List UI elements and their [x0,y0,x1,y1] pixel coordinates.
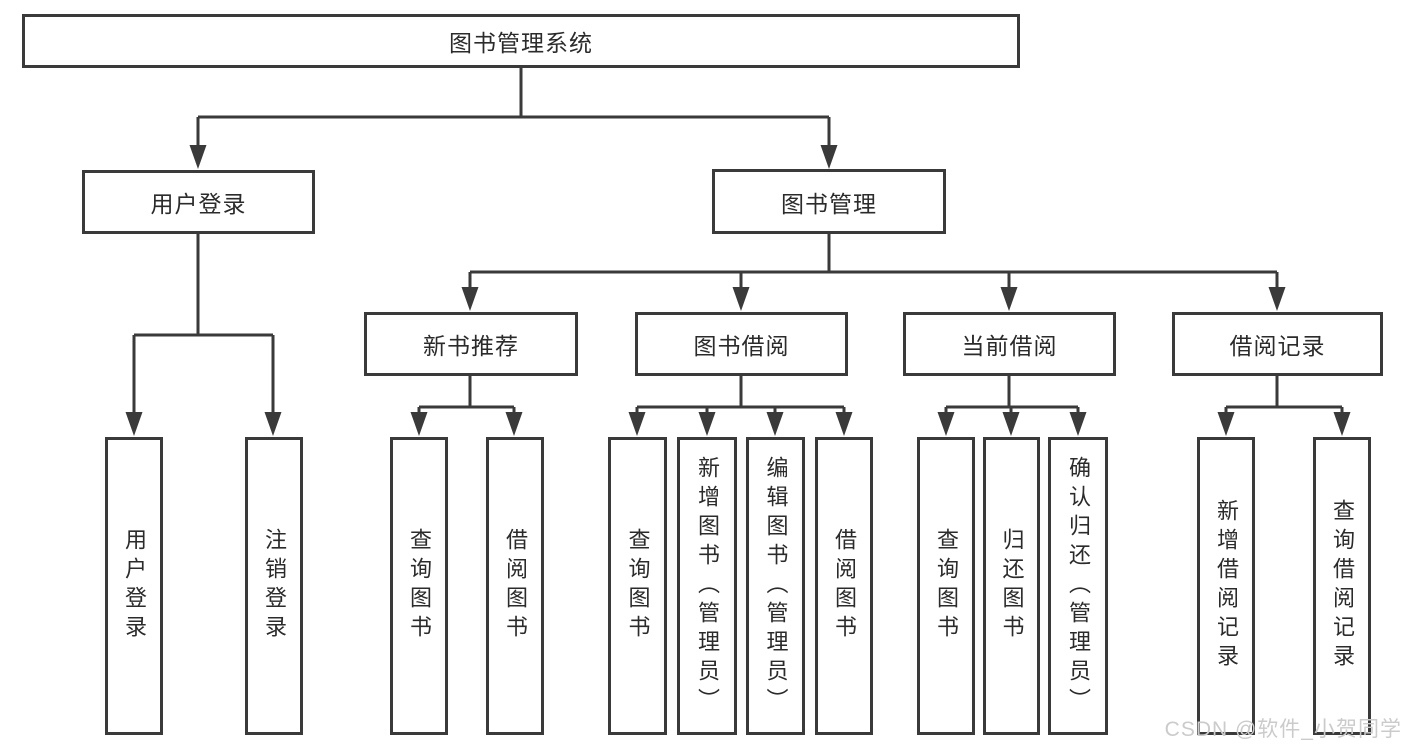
leaf-query-books-2: 查询图书 [608,437,667,735]
node-new-book-recommend: 新书推荐 [364,312,578,376]
node-root: 图书管理系统 [22,14,1020,68]
node-borrow-records: 借阅记录 [1172,312,1383,376]
leaf-return-books: 归还图书 [983,437,1040,735]
leaf-query-borrow-record: 查询借阅记录 [1313,437,1371,735]
leaf-logout: 注销登录 [245,437,303,735]
arrowheads [125,145,1351,436]
leaf-confirm-return-admin: 确认归还（管理员） [1048,437,1108,735]
leaf-query-books-3: 查询图书 [917,437,975,735]
leaf-borrow-books-1: 借阅图书 [486,437,544,735]
leaf-add-borrow-record: 新增借阅记录 [1197,437,1255,735]
leaf-edit-books-admin: 编辑图书（管理员） [746,437,805,735]
leaf-user-login: 用户登录 [105,437,163,735]
node-current-borrowing: 当前借阅 [903,312,1116,376]
leaf-query-books-1: 查询图书 [390,437,448,735]
node-book-borrowing: 图书借阅 [635,312,848,376]
node-user-login: 用户登录 [82,170,315,234]
watermark: CSDN @软件_小贺同学 [1164,718,1402,741]
leaf-borrow-books-2: 借阅图书 [815,437,873,735]
leaf-add-books-admin: 新增图书（管理员） [677,437,737,735]
node-book-management: 图书管理 [712,169,946,234]
